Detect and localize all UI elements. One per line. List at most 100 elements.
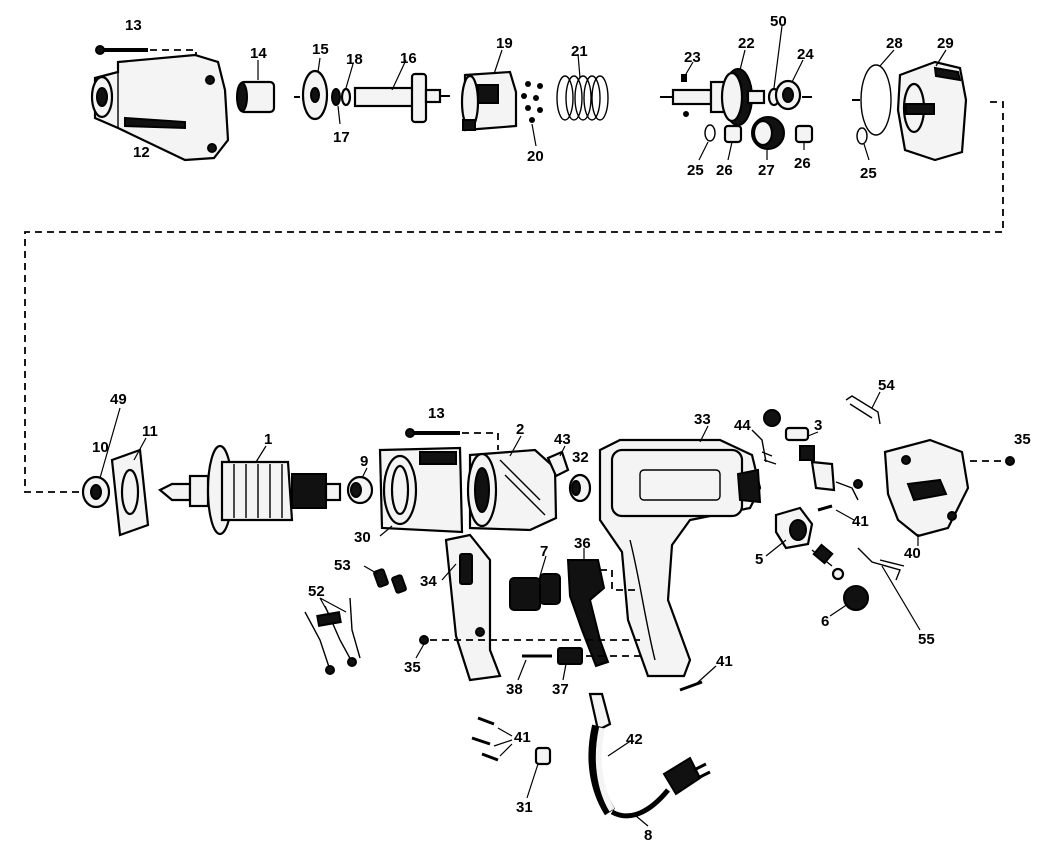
part-11-baffle — [110, 448, 150, 537]
part-25-clip-right — [856, 127, 868, 145]
label-42: 42 — [626, 731, 643, 748]
label-26-right: 26 — [794, 155, 811, 172]
part-12-gear-case — [90, 53, 230, 162]
part-37-clamp — [557, 647, 583, 665]
part-7-brushes — [509, 573, 561, 611]
part-13-screw-lower — [405, 428, 499, 450]
label-36: 36 — [574, 535, 591, 552]
label-19: 19 — [496, 35, 513, 52]
part-30-fan-baffle — [378, 446, 464, 534]
label-5: 5 — [755, 551, 763, 568]
label-13-lower: 13 — [428, 405, 445, 422]
label-43: 43 — [554, 431, 571, 448]
label-35-right: 35 — [1014, 431, 1031, 448]
label-21: 21 — [571, 43, 588, 60]
label-7: 7 — [540, 543, 548, 560]
part-31-nut — [534, 746, 552, 766]
label-33: 33 — [694, 411, 711, 428]
part-6-knob — [811, 543, 869, 611]
label-41-lower-right: 41 — [716, 653, 733, 670]
label-40: 40 — [904, 545, 921, 562]
part-9-bearing — [346, 475, 374, 505]
label-52: 52 — [308, 583, 325, 600]
part-35-screw-left — [419, 635, 640, 645]
part-42-cord-set — [588, 692, 711, 819]
label-12: 12 — [133, 144, 150, 161]
label-55: 55 — [918, 631, 935, 648]
label-20: 20 — [527, 148, 544, 165]
part-32-bearing — [568, 473, 592, 503]
part-15-washer — [301, 69, 329, 121]
label-14: 14 — [250, 45, 267, 62]
part-1-armature — [158, 444, 342, 536]
label-17: 17 — [333, 129, 350, 146]
label-35-left: 35 — [404, 659, 421, 676]
label-1: 1 — [264, 431, 272, 448]
label-50: 50 — [770, 13, 787, 30]
label-41-group: 41 — [514, 729, 531, 746]
part-22-cam-shaft — [660, 68, 766, 126]
label-26-left: 26 — [716, 162, 733, 179]
label-2: 2 — [516, 421, 524, 438]
part-23-pin — [681, 74, 687, 82]
part-14-bushing — [236, 80, 276, 114]
label-9: 9 — [360, 453, 368, 470]
part-13-screw-top — [95, 45, 197, 70]
label-41-upper: 41 — [852, 513, 869, 530]
label-34: 34 — [420, 573, 437, 590]
label-16: 16 — [400, 50, 417, 67]
label-32: 32 — [572, 449, 589, 466]
label-11: 11 — [142, 423, 158, 440]
part-19-hammer — [460, 70, 518, 132]
label-25-left: 25 — [687, 162, 704, 179]
part-33-motor-housing — [598, 438, 762, 678]
label-6: 6 — [821, 613, 829, 630]
part-24-bearing — [774, 79, 812, 111]
part-26-bushing-left — [723, 124, 743, 144]
part-55-wire — [857, 547, 905, 581]
label-30: 30 — [354, 529, 371, 546]
part-17-18-rings — [331, 87, 352, 107]
label-44: 44 — [734, 417, 751, 434]
part-21-spring — [556, 75, 609, 121]
part-52-leads — [304, 597, 361, 675]
label-54: 54 — [878, 377, 895, 394]
assembly-connector-line — [24, 101, 1004, 493]
part-28-gasket — [852, 64, 892, 136]
label-13-top: 13 — [125, 17, 142, 34]
label-38: 38 — [506, 681, 523, 698]
part-34-handle-half — [444, 533, 502, 682]
part-35-screw-right — [970, 456, 1015, 466]
part-20-steel-balls — [521, 81, 543, 123]
part-43-brush-holder — [546, 450, 570, 478]
label-15: 15 — [312, 41, 329, 58]
label-8: 8 — [644, 827, 652, 844]
label-22: 22 — [738, 35, 755, 52]
part-25-clip-left — [704, 124, 716, 142]
part-2-field — [466, 448, 558, 532]
label-3: 3 — [814, 417, 822, 434]
label-37: 37 — [552, 681, 569, 698]
part-5-reverse-switch — [774, 506, 814, 550]
part-41-screw-upper — [817, 504, 833, 512]
part-40-handle-cover — [883, 438, 970, 538]
label-18: 18 — [346, 51, 363, 68]
part-44-lever — [751, 429, 777, 465]
label-28: 28 — [886, 35, 903, 52]
label-49: 49 — [110, 391, 127, 408]
part-54-wire — [845, 395, 881, 425]
part-3-switch — [763, 409, 863, 501]
part-16-spindle — [294, 72, 450, 124]
part-41-screw-lower-right — [679, 680, 703, 692]
label-25-right: 25 — [860, 165, 877, 182]
part-41-screw-group — [471, 716, 513, 762]
part-53-brush-caps — [373, 568, 407, 594]
part-26-bushing-right — [794, 124, 814, 144]
label-29: 29 — [937, 35, 954, 52]
label-31: 31 — [516, 799, 533, 816]
label-53: 53 — [334, 557, 351, 574]
part-10-bearing — [81, 475, 111, 509]
part-27-gear — [751, 116, 785, 150]
label-27: 27 — [758, 162, 775, 179]
